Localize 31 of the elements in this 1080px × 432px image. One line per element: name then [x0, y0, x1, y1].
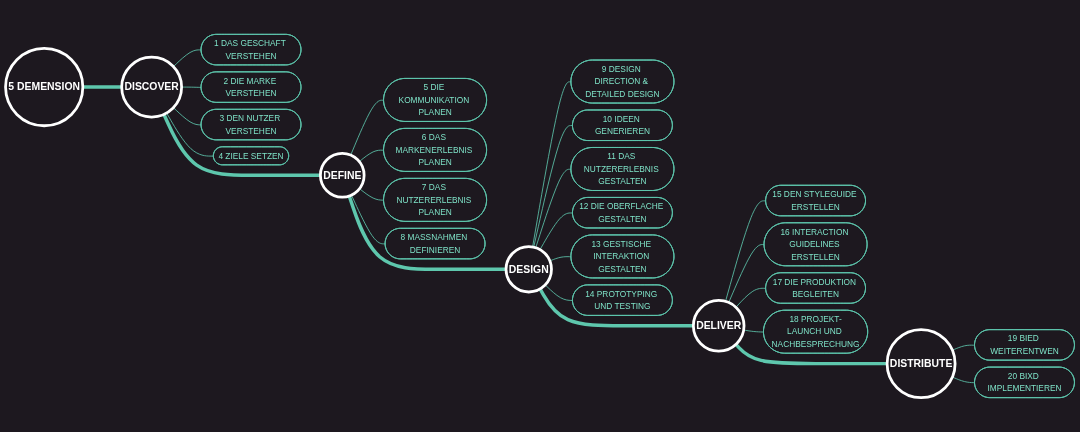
- connector: [533, 125, 574, 248]
- node-circle: DESIGN: [504, 245, 553, 294]
- connector: [734, 343, 888, 366]
- connector: [538, 288, 694, 328]
- connector: [347, 195, 507, 271]
- connector: [532, 81, 572, 248]
- connector: [162, 113, 321, 177]
- connector: [728, 244, 765, 303]
- connector: [544, 284, 574, 301]
- connector: [181, 86, 202, 88]
- node-circle: DISCOVER: [120, 55, 183, 119]
- connector: [173, 107, 202, 126]
- node-circle: 5 DEMENSION: [4, 47, 85, 128]
- node-circle: DISTRIBUTE: [885, 328, 957, 400]
- connector: [166, 112, 215, 157]
- connector: [350, 99, 385, 156]
- connector: [359, 188, 385, 201]
- connector: [743, 329, 765, 333]
- connector: [173, 49, 202, 67]
- connector: [539, 212, 574, 250]
- node-circle: DELIVER: [692, 299, 746, 353]
- node-circle: DEFINE: [319, 152, 366, 199]
- connector: [82, 85, 122, 89]
- connector: [735, 287, 767, 308]
- connector: [549, 256, 572, 262]
- connector: [951, 376, 976, 384]
- connector: [351, 194, 386, 245]
- connector: [725, 200, 767, 302]
- connector: [358, 149, 385, 162]
- connector: [535, 168, 572, 249]
- connector: [951, 344, 976, 351]
